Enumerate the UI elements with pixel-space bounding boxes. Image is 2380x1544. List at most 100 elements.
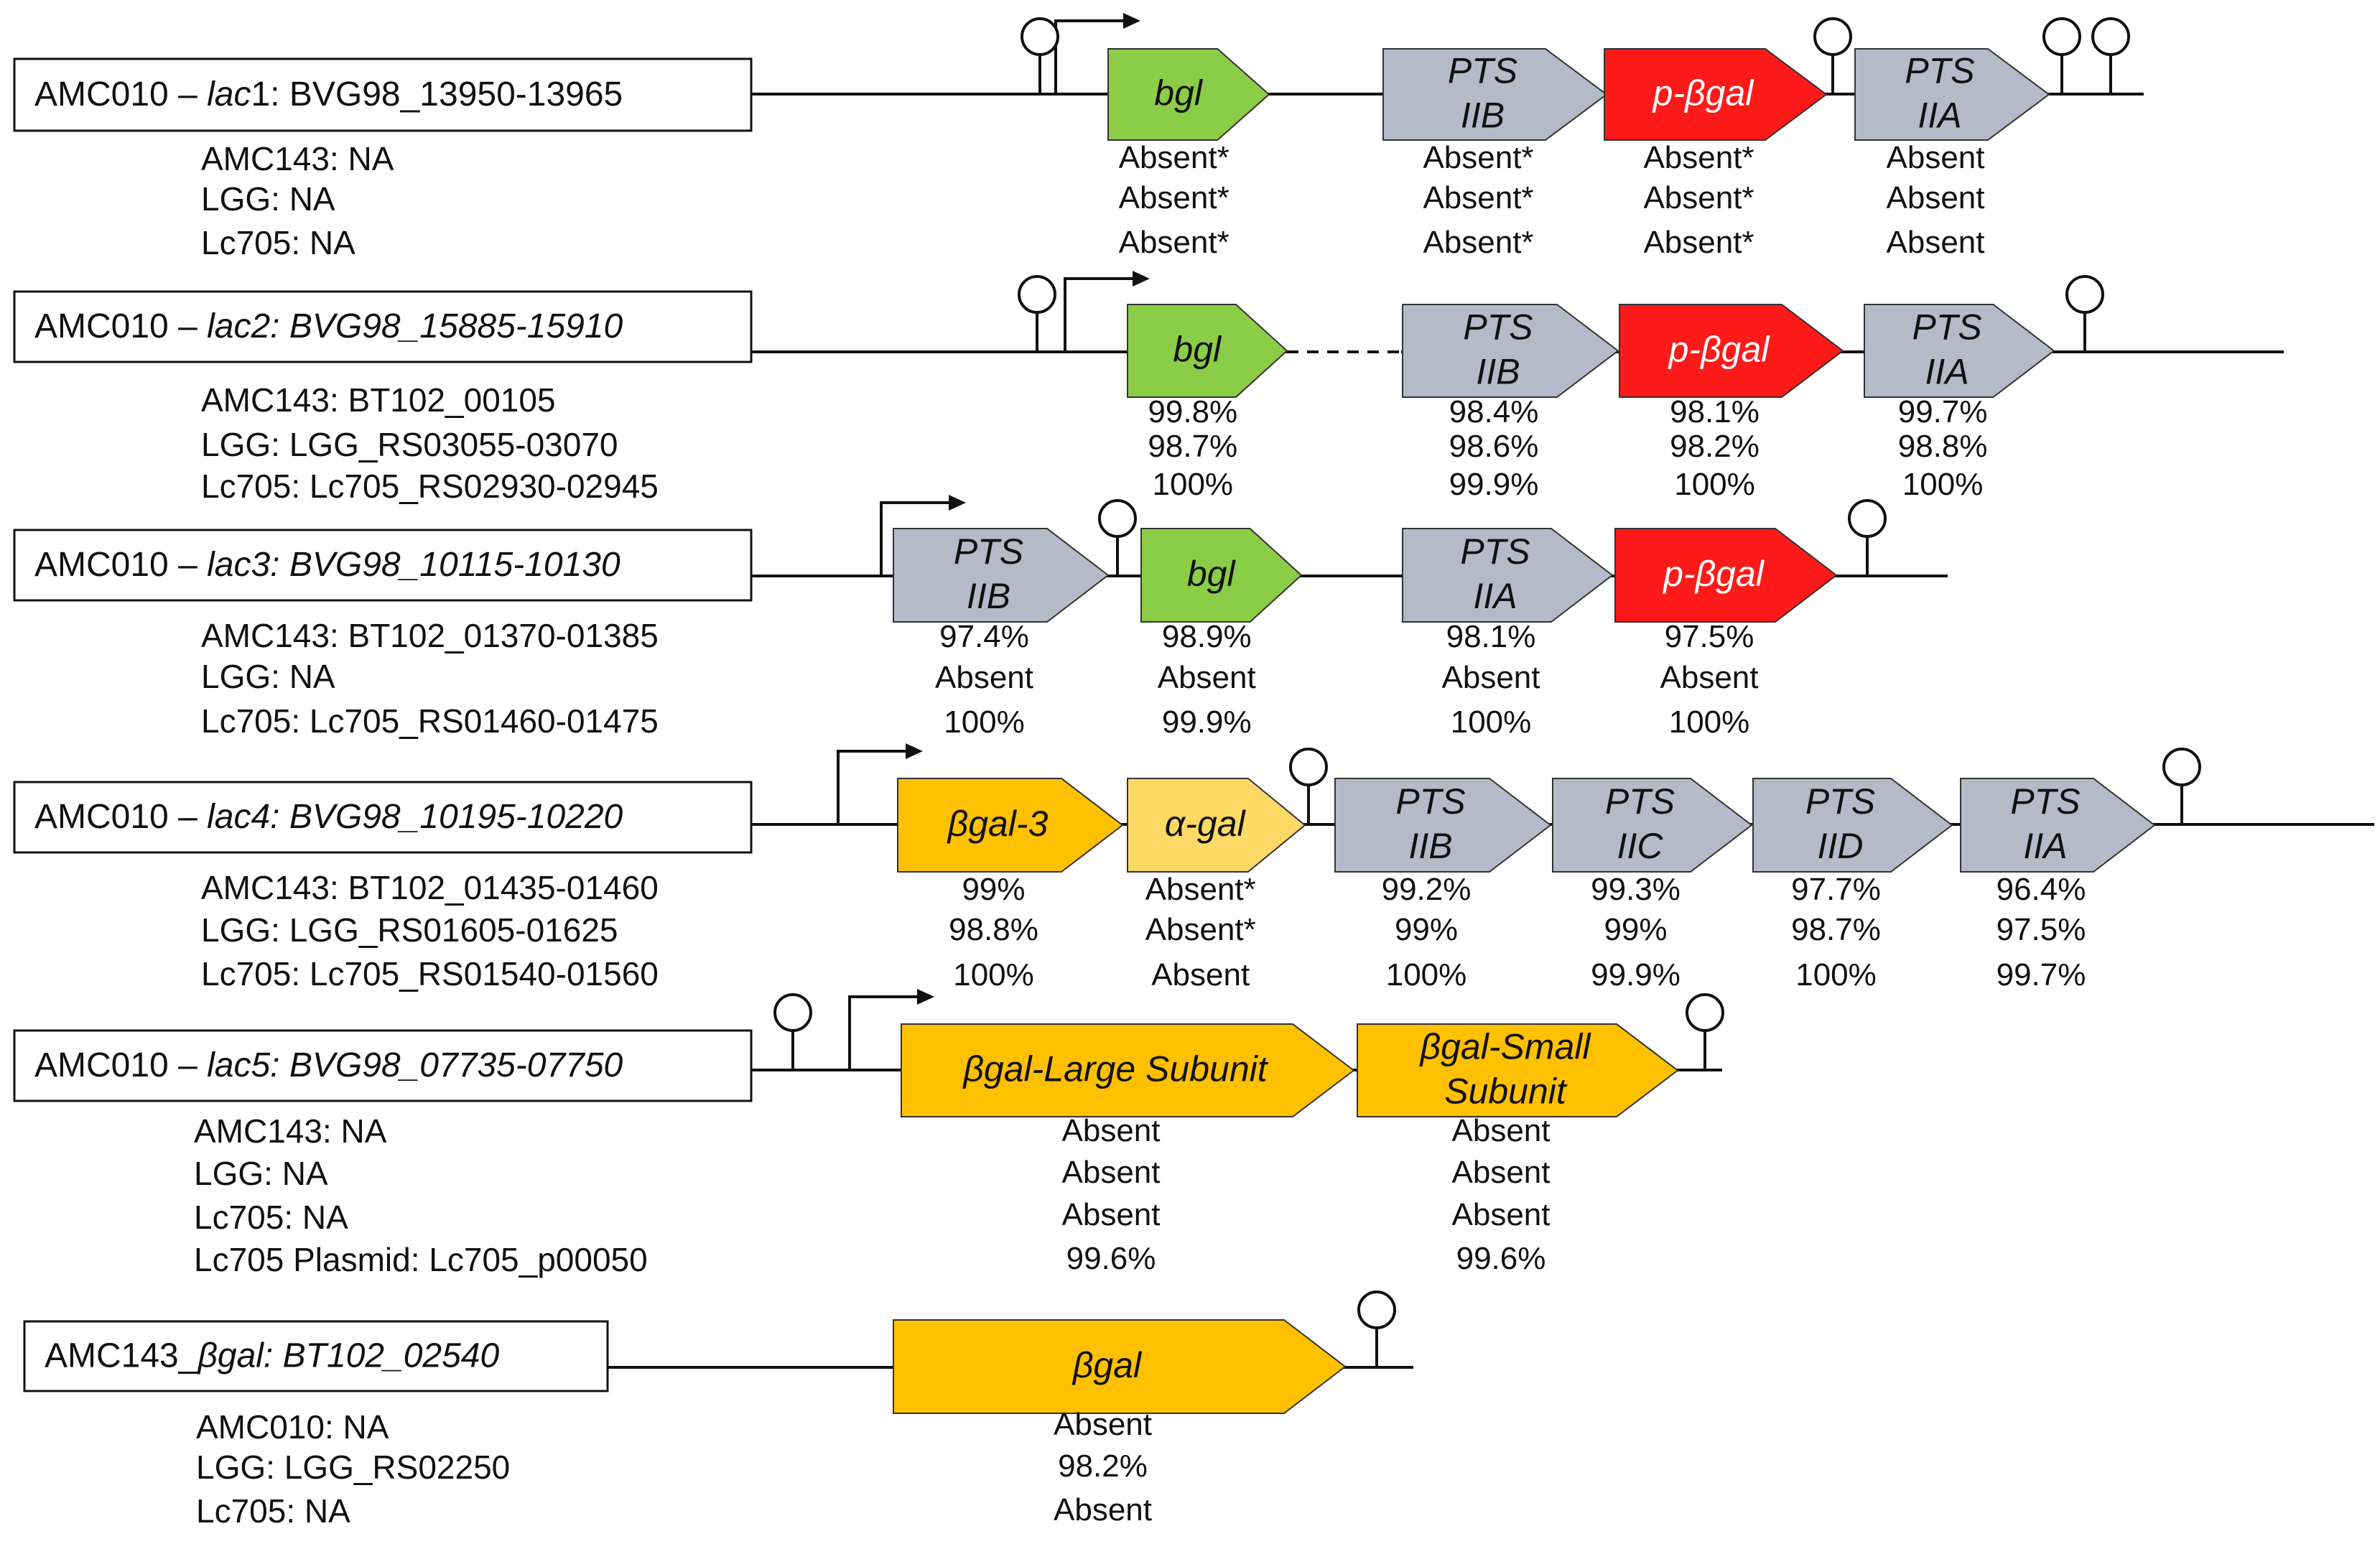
- identity-value: 97.5%: [1665, 619, 1754, 654]
- identity-value: 100%: [1451, 704, 1532, 740]
- identity-value: Absent: [1452, 1197, 1551, 1232]
- terminator-lollipop-icon: [2091, 17, 2130, 94]
- strain-label: AMC143: NA: [194, 1112, 387, 1150]
- gene-label: p-βgal: [1668, 330, 1771, 370]
- terminator-lollipop-icon: [1098, 499, 1137, 576]
- identity-value: 98.7%: [1148, 429, 1237, 464]
- gene-label: βgal: [1072, 1345, 1143, 1385]
- strain-label: LGG: NA: [201, 180, 335, 218]
- cluster-title-box: [13, 1029, 753, 1102]
- identity-value: 99.2%: [1382, 872, 1472, 907]
- promoter-arrow-icon: [880, 495, 966, 576]
- cluster-row-lac2: AMC010 – lac2: BVG98_15885-15910AMC143: …: [13, 271, 2284, 505]
- strain-label: Lc705: Lc705_RS02930-02945: [201, 468, 659, 505]
- identity-value: Absent*: [1119, 180, 1229, 215]
- identity-value: Absent: [1062, 1197, 1161, 1232]
- identity-value: 98.8%: [1898, 429, 1988, 464]
- gene-label: IID: [1818, 826, 1864, 866]
- cluster-title-prefix: AMC010 –: [34, 1046, 207, 1084]
- cluster-title-italic: lac3: BVG98_10115-10130: [207, 546, 620, 584]
- strain-label: LGG: LGG_RS03055-03070: [201, 426, 618, 463]
- gene-arrow: [1552, 778, 1753, 873]
- identity-value: 99.9%: [1162, 704, 1252, 740]
- identity-value: Absent: [1442, 660, 1540, 695]
- gene-label: PTS: [1805, 781, 1875, 822]
- gene-label: βgal-3: [947, 804, 1049, 844]
- identity-value: Absent*: [1643, 140, 1754, 175]
- gene-label: bgl: [1154, 73, 1204, 113]
- identity-value: Absent: [1062, 1155, 1161, 1190]
- gene-label: IIB: [1408, 826, 1452, 866]
- identity-value: 100%: [1153, 467, 1234, 502]
- gene-label: PTS: [1448, 51, 1517, 91]
- identity-value: Absent: [1054, 1407, 1152, 1442]
- gene-label: α-gal: [1165, 804, 1247, 844]
- cluster-title-box: [13, 57, 753, 132]
- gene-label: PTS: [1905, 51, 1974, 91]
- strain-label: Lc705 Plasmid: Lc705_p00050: [194, 1241, 648, 1278]
- identity-value: 100%: [1386, 957, 1467, 992]
- gene-bgal-large: βgal-Large SubunitAbsentAbsentAbsent99.6…: [901, 1023, 1355, 1276]
- terminator-lollipop-icon: [773, 993, 812, 1070]
- identity-value: Absent*: [1145, 872, 1256, 907]
- gene-bgal3: βgal-399%98.8%100%: [897, 778, 1124, 992]
- gene-arrow: [1960, 778, 2156, 873]
- identity-value: Absent: [1887, 180, 1985, 215]
- gene-label: PTS: [1460, 531, 1530, 572]
- identity-value: 100%: [1669, 704, 1750, 740]
- gene-bgl: bgl 98.9% Absent 99.9%: [1140, 528, 1303, 740]
- cluster-title-italic: βgal: BT102_02540: [196, 1336, 499, 1375]
- cluster-title-italic: lac2: BVG98_15885-15910: [207, 307, 623, 345]
- identity-value: Absent*: [1643, 225, 1754, 260]
- gene-arrow: [897, 778, 1124, 873]
- promoter-arrow-icon: [837, 743, 923, 824]
- identity-value: 99.8%: [1148, 394, 1237, 429]
- identity-value: Absent*: [1145, 912, 1256, 947]
- gene-arrow: [893, 1319, 1347, 1414]
- identity-value: 99.9%: [1449, 467, 1539, 502]
- gene-label: PTS: [1605, 781, 1675, 822]
- gene-label: PTS: [1912, 307, 1981, 348]
- gene-arrow: [1614, 528, 1838, 623]
- cluster-title-rest: 1: BVG98_13950-13965: [251, 75, 623, 113]
- identity-value: 99.7%: [1898, 394, 1988, 429]
- gene-arrow: [1402, 304, 1619, 398]
- cluster-title-italic: lac5: BVG98_07735-07750: [207, 1046, 623, 1084]
- cluster-title: AMC010 – lac5: BVG98_07735-07750: [34, 1046, 623, 1084]
- cluster-title: AMC010 – lac2: BVG98_15885-15910: [34, 307, 623, 345]
- identity-value: Absent: [1452, 1155, 1551, 1190]
- cluster-title: AMC010 – lac1: BVG98_13950-13965: [34, 75, 623, 113]
- strain-label: LGG: NA: [194, 1155, 328, 1192]
- cluster-title-box: [13, 781, 753, 854]
- gene-label: IIB: [1476, 352, 1520, 392]
- gene-label: p-βgal: [1652, 73, 1755, 113]
- promoter-arrow-icon: [1064, 271, 1150, 352]
- gene-label: IIB: [1461, 96, 1505, 136]
- gene-label: Subunit: [1444, 1071, 1568, 1112]
- gene-label: PTS: [2010, 781, 2080, 822]
- cluster-title: AMC143_βgal: BT102_02540: [45, 1336, 500, 1375]
- strain-label: AMC143: NA: [201, 140, 394, 177]
- gene-label: bgl: [1187, 554, 1237, 594]
- identity-value: Absent: [1158, 660, 1256, 695]
- identity-value: Absent: [1887, 225, 1985, 260]
- cluster-title-box: [23, 1320, 609, 1392]
- identity-value: Absent: [935, 660, 1033, 695]
- gene-arrow: [1127, 778, 1306, 873]
- gene-arrow: [1127, 304, 1288, 398]
- terminator-lollipop-icon: [1813, 17, 1852, 94]
- identity-value: 96.4%: [1996, 872, 2086, 907]
- identity-value: 98.9%: [1162, 619, 1252, 654]
- identity-value: Absent*: [1423, 180, 1533, 215]
- gene-label: βgal-Large Subunit: [962, 1049, 1268, 1089]
- identity-value: Absent: [1452, 1113, 1551, 1148]
- strain-label: Lc705: NA: [196, 1492, 350, 1530]
- cluster-title-box: [13, 529, 753, 602]
- identity-value: 99.3%: [1591, 872, 1681, 907]
